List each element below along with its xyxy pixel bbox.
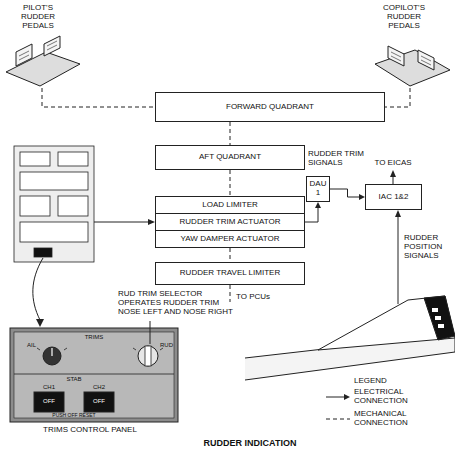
connector-line — [330, 189, 359, 197]
note-label: RUD TRIM SELECTOR OPERATES RUDDER TRIM N… — [118, 290, 234, 317]
panel-marking: CH2 — [84, 384, 114, 391]
electrical-link — [94, 222, 148, 223]
limiter-box: RUDDER TRAVEL LIMITER — [155, 262, 305, 285]
arrowhead — [315, 202, 321, 208]
electrical-link — [398, 217, 399, 304]
arrowhead — [395, 210, 401, 217]
legend-electrical-sample — [326, 397, 344, 398]
limiter-box: LOAD LIMITER — [155, 196, 305, 214]
aircraft-tail — [245, 296, 455, 380]
connector-line — [230, 122, 231, 145]
box-text: IAC 1&2 — [379, 193, 409, 202]
connector — [305, 202, 321, 222]
pilot-pedals — [6, 36, 80, 86]
unit-box: IAC 1&2 — [365, 184, 422, 210]
panel-marking: STAB — [59, 376, 89, 383]
box-text: YAW DAMPER ACTUATOR — [181, 235, 280, 244]
signal-label: TO EICAS — [368, 159, 418, 168]
box-text: LOAD LIMITER — [202, 201, 258, 210]
box-text: DAU 1 — [309, 180, 327, 198]
signal-label: TO PCUs — [236, 293, 286, 302]
legend-arrowhead — [344, 394, 350, 400]
box-text: RUDDER TRIM ACTUATOR — [180, 218, 281, 227]
figure-caption: RUDDER INDICATION — [130, 438, 370, 448]
part-label: PILOT'S RUDDER PEDALS — [14, 4, 62, 31]
part-label: TRIMS CONTROL PANEL — [20, 426, 160, 435]
button-text: OFF — [34, 398, 64, 405]
box-text: RUDDER TRAVEL LIMITER — [180, 269, 280, 278]
mechanical-link — [385, 88, 410, 107]
panel-marking: RUD — [159, 342, 174, 349]
quadrant-box: FORWARD QUADRANT — [155, 92, 385, 122]
zoom-arrow — [33, 258, 43, 320]
legend-mechanical-sample — [326, 419, 350, 420]
arrowhead — [390, 170, 396, 177]
mechanical-link — [42, 88, 155, 107]
signal-label: RUDDER TRIM SIGNALS — [308, 150, 366, 168]
panel-marking: AIL — [24, 342, 39, 349]
actuator-box: RUDDER TRIM ACTUATOR — [155, 213, 305, 231]
signal-label: RUDDER POSITION SIGNALS — [404, 234, 450, 261]
connector — [230, 170, 231, 196]
actuator-box: YAW DAMPER ACTUATOR — [155, 230, 305, 248]
legend-title: LEGEND — [354, 377, 414, 386]
leader-line — [150, 321, 151, 344]
overhead-panel — [14, 146, 94, 262]
arrowhead — [36, 319, 44, 327]
part-label: COPILOT'S RUDDER PEDALS — [378, 4, 430, 31]
connector — [230, 248, 231, 262]
panel-marking: TRIMS — [74, 334, 114, 341]
arrowhead — [148, 219, 155, 225]
panel-marking: CH1 — [34, 384, 64, 391]
box-text: AFT QUADRANT — [199, 153, 261, 162]
unit-box: DAU 1 — [306, 176, 330, 202]
electrical-link — [393, 177, 394, 184]
connector-line — [305, 208, 318, 222]
connector-line — [230, 248, 231, 262]
button-text: OFF — [84, 398, 114, 405]
connector — [230, 122, 231, 145]
mechanical-link — [230, 285, 231, 302]
box-text: FORWARD QUADRANT — [226, 103, 314, 112]
legend-text: ELECTRICAL CONNECTION — [354, 388, 416, 406]
legend-text: MECHANICAL CONNECTION — [354, 410, 416, 428]
quadrant-box: AFT QUADRANT — [155, 145, 305, 170]
copilot-pedals — [375, 46, 450, 86]
connector — [330, 189, 365, 200]
panel-marking: PUSH OFF RESET — [34, 413, 114, 419]
connector-line — [230, 170, 231, 196]
trims-panel — [10, 328, 178, 422]
